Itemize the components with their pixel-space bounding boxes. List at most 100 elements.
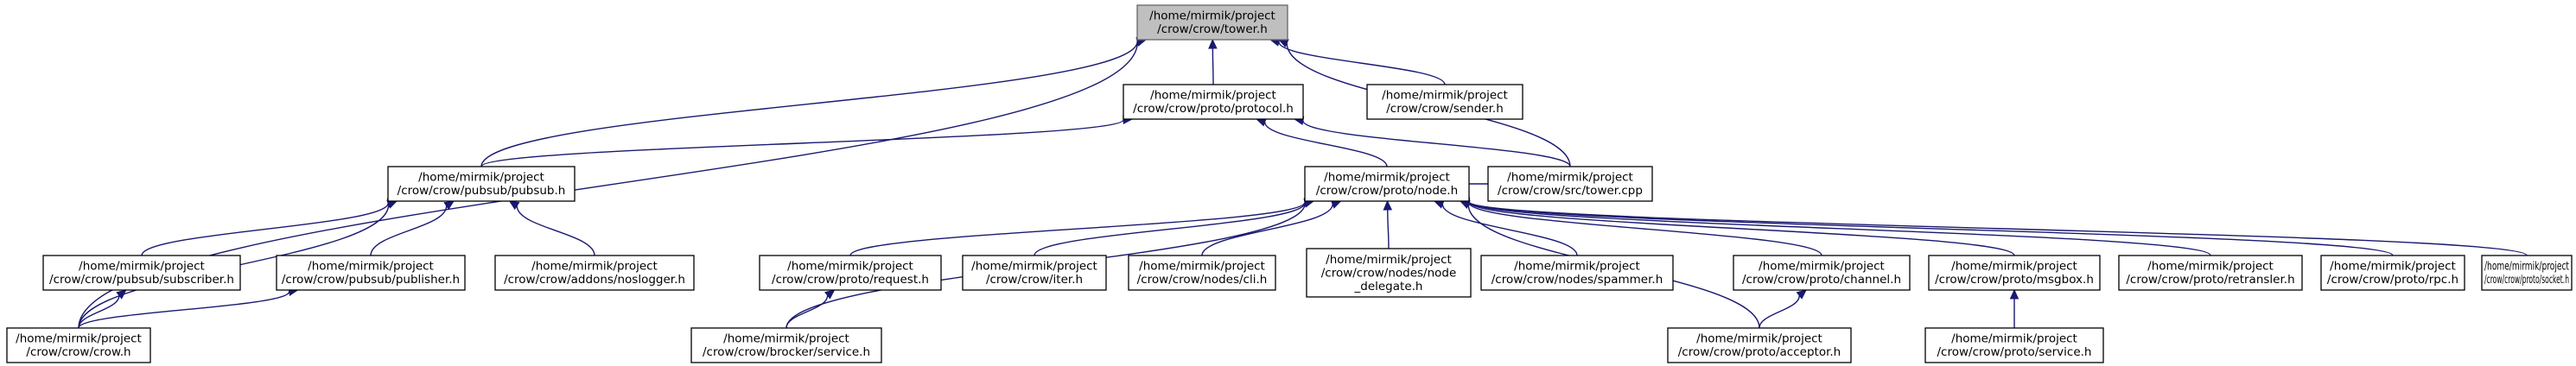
edge-node_delegate_h-to-node_h xyxy=(1383,199,1393,249)
node-retransler-h[interactable]: /home/mirmik/project/crow/crow/proto/ret… xyxy=(2118,255,2303,291)
node-label-line: /home/mirmik/project xyxy=(418,171,544,185)
graph-nodes: /home/mirmik/project/crow/crow/tower.h/h… xyxy=(6,4,2573,363)
node-box xyxy=(1123,84,1304,120)
node-label-line: /crow/crow/proto/socket.h xyxy=(2484,273,2569,287)
node-label-line: /home/mirmik/project xyxy=(2330,260,2456,274)
edge-acceptor_h-to-channel_h xyxy=(1759,289,1807,329)
node-spammer-h[interactable]: /home/mirmik/project/crow/crow/nodes/spa… xyxy=(1480,255,1674,291)
node-box xyxy=(1733,255,1911,291)
edge-channel_h-to-node_h xyxy=(1459,198,1822,256)
edge-line xyxy=(1441,204,1578,256)
edge-sender_h-to-tower_h xyxy=(1269,37,1446,85)
node-subscriber-h[interactable]: /home/mirmik/project/crow/crow/pubsub/su… xyxy=(42,255,241,291)
node-label-line: /home/mirmik/project xyxy=(2484,260,2569,274)
node-node-delegate-h[interactable]: /home/mirmik/project/crow/crow/nodes/nod… xyxy=(1306,248,1472,298)
node-service-brocker-h[interactable]: /home/mirmik/project/crow/crow/brocker/s… xyxy=(690,327,882,363)
edge-line xyxy=(1278,41,1446,85)
edge-tower_cpp-to-protocol_h xyxy=(1293,116,1571,167)
edge-line xyxy=(516,205,595,256)
arrowhead-icon xyxy=(508,200,520,211)
node-tower-h[interactable]: /home/mirmik/project/crow/crow/tower.h xyxy=(1136,4,1288,41)
node-label-line: /home/mirmik/project xyxy=(79,260,205,274)
node-node-h[interactable]: /home/mirmik/project/crow/crow/proto/nod… xyxy=(1304,166,1470,202)
node-box xyxy=(1136,4,1288,41)
node-protocol-h[interactable]: /home/mirmik/project/crow/crow/proto/pro… xyxy=(1123,84,1304,120)
node-label-line: /crow/crow/proto/request.h xyxy=(772,273,929,287)
node-label-line: /home/mirmik/project xyxy=(971,260,1097,274)
node-label-line: /home/mirmik/project xyxy=(308,260,434,274)
arrowhead-icon xyxy=(824,289,836,300)
node-service-proto-h[interactable]: /home/mirmik/project/crow/crow/proto/ser… xyxy=(1924,327,2104,363)
node-label-line: /home/mirmik/project xyxy=(1507,171,1633,185)
node-msgbox-h[interactable]: /home/mirmik/project/crow/crow/proto/msg… xyxy=(1928,255,2101,291)
edge-pubsub_h-to-tower_h xyxy=(480,36,1148,167)
arrowhead-icon xyxy=(2009,288,2019,300)
node-label-line: /crow/crow/src/tower.cpp xyxy=(1498,184,1643,198)
node-box xyxy=(42,255,241,291)
node-tower-cpp[interactable]: /home/mirmik/project/crow/crow/src/tower… xyxy=(1487,166,1653,202)
arrowhead-icon xyxy=(1208,38,1218,49)
node-box xyxy=(1306,248,1472,298)
node-request-h[interactable]: /home/mirmik/project/crow/crow/proto/req… xyxy=(759,255,942,291)
node-label-line: /crow/crow/proto/acceptor.h xyxy=(1678,345,1841,359)
edge-node_h-to-protocol_h xyxy=(1256,117,1388,167)
node-iter-h[interactable]: /home/mirmik/project/crow/crow/iter.h xyxy=(962,255,1107,291)
node-label-line: /home/mirmik/project xyxy=(1759,260,1885,274)
edge-line xyxy=(1468,200,2528,256)
node-label-line: /home/mirmik/project xyxy=(1951,260,2077,274)
node-socket-h[interactable]: /home/mirmik/project/crow/crow/proto/soc… xyxy=(2481,255,2573,291)
node-label-line: /home/mirmik/project xyxy=(1150,89,1276,103)
edge-subscriber_h-to-pubsub_h xyxy=(141,199,398,256)
node-noslogger-h[interactable]: /home/mirmik/project/crow/crow/addons/no… xyxy=(494,255,695,291)
node-label-line: /crow/crow/proto/node.h xyxy=(1316,184,1458,198)
arrowhead-icon xyxy=(1796,289,1807,300)
edge-line xyxy=(1468,200,2394,256)
node-cli-h[interactable]: /home/mirmik/project/crow/crow/nodes/cli… xyxy=(1128,255,1276,291)
node-label-line: /crow/crow/iter.h xyxy=(986,273,1083,287)
node-box xyxy=(1924,327,2104,363)
node-label-line: /home/mirmik/project xyxy=(1324,171,1450,185)
node-label-line: /home/mirmik/project xyxy=(1951,332,2077,346)
edge-retransler_h-to-node_h xyxy=(1459,197,2211,256)
edge-line xyxy=(1468,201,2015,256)
node-acceptor-h[interactable]: /home/mirmik/project/crow/crow/proto/acc… xyxy=(1667,327,1852,363)
node-box xyxy=(1366,84,1523,120)
node-crow-h[interactable]: /home/mirmik/project/crow/crow/crow.h xyxy=(6,327,151,363)
edge-request_h-to-node_h xyxy=(849,197,1315,256)
edge-crow_h-to-publisher_h xyxy=(78,287,299,329)
node-label-line: /home/mirmik/project xyxy=(723,332,849,346)
node-sender-h[interactable]: /home/mirmik/project/crow/crow/sender.h xyxy=(1366,84,1523,120)
arrowhead-icon xyxy=(116,289,127,300)
node-box xyxy=(2481,255,2573,291)
edge-line xyxy=(1759,295,1800,329)
node-label-line: /crow/crow/pubsub/publisher.h xyxy=(282,273,460,287)
edge-line xyxy=(786,295,829,329)
node-label-line: /home/mirmik/project xyxy=(1382,89,1508,103)
node-box xyxy=(759,255,942,291)
node-channel-h[interactable]: /home/mirmik/project/crow/crow/proto/cha… xyxy=(1733,255,1911,291)
edge-line xyxy=(1212,47,1214,85)
node-label-line: /home/mirmik/project xyxy=(1139,260,1265,274)
node-rpc-h[interactable]: /home/mirmik/project/crow/crow/proto/rpc… xyxy=(2320,255,2465,291)
edge-line xyxy=(1302,120,1571,167)
node-box xyxy=(1480,255,1674,291)
edge-line xyxy=(1468,201,2211,256)
arrowhead-icon xyxy=(443,200,455,211)
edge-cli_h-to-node_h xyxy=(1201,199,1342,256)
node-label-line: /home/mirmik/project xyxy=(787,260,913,274)
node-label-line: _delegate.h xyxy=(1354,280,1423,293)
node-box xyxy=(1928,255,2101,291)
edge-line xyxy=(1468,202,1822,256)
node-box xyxy=(1304,166,1470,202)
node-pubsub-h[interactable]: /home/mirmik/project/crow/crow/pubsub/pu… xyxy=(387,166,576,202)
edge-line xyxy=(1387,209,1390,249)
node-publisher-h[interactable]: /home/mirmik/project/crow/crow/pubsub/pu… xyxy=(276,255,466,291)
node-label-line: /crow/crow/proto/service.h xyxy=(1937,345,2092,359)
node-label-line: /crow/crow/proto/rpc.h xyxy=(2327,273,2458,287)
node-label-line: /crow/crow/nodes/node xyxy=(1321,266,1457,280)
node-box xyxy=(1487,166,1653,202)
edge-line xyxy=(1034,202,1306,256)
node-box xyxy=(690,327,882,363)
edge-line xyxy=(480,41,1138,167)
